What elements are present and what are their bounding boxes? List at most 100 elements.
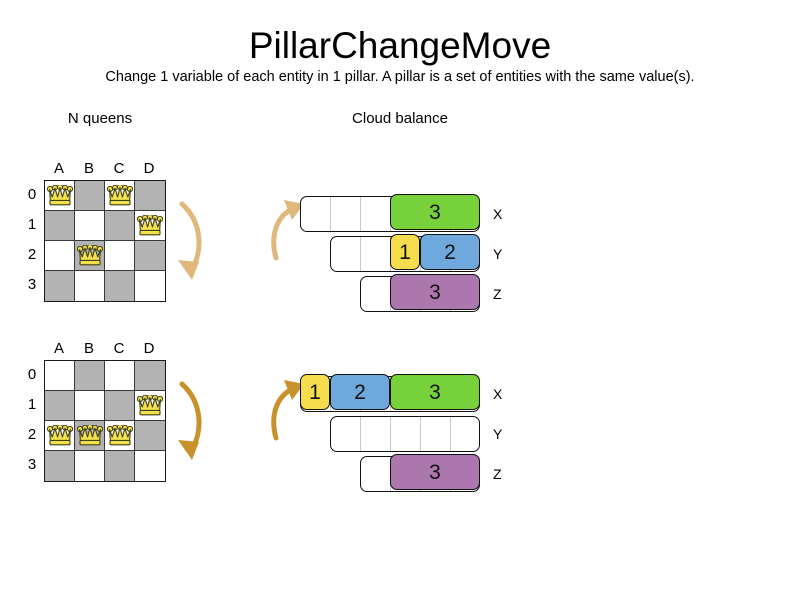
board-cell-A2[interactable] (45, 421, 75, 451)
process-segment-3[interactable]: 3 (390, 454, 480, 491)
board-cell-A3[interactable] (45, 451, 75, 481)
page-subtitle: Change 1 variable of each entity in 1 pi… (105, 69, 695, 85)
row-label-1: 1 (27, 216, 37, 233)
row-label-2: 2 (27, 426, 37, 443)
queen-icon (107, 425, 133, 446)
board-cell-A3[interactable] (45, 271, 75, 301)
board-cells-before (44, 180, 166, 302)
arrow-up-right-icon-cloud-after (271, 380, 304, 441)
board-cell-C0[interactable] (105, 181, 135, 211)
chessboard-before: A B C D 0 1 2 3 (28, 160, 166, 302)
section-heading-cloud: Cloud balance (352, 110, 448, 127)
queen-icon (77, 425, 103, 446)
row-labels-before: 0 1 2 3 (22, 180, 42, 300)
row-label-1: 1 (27, 396, 37, 413)
board-cell-D2[interactable] (135, 241, 165, 271)
row-label-2: 2 (27, 246, 37, 263)
bar-slot (421, 417, 451, 451)
bar-row-y: Y (330, 416, 520, 452)
bar-slot (451, 417, 479, 451)
column-labels-after: A B C D (44, 339, 164, 359)
board-cell-B1[interactable] (75, 211, 105, 241)
board-cell-C1[interactable] (105, 211, 135, 241)
column-label-b: B (83, 340, 94, 357)
arrow-up-right-icon-cloud-before (271, 200, 304, 261)
row-label-3: 3 (27, 456, 37, 473)
page-title: PillarChangeMove (248, 25, 552, 66)
bar-label-x: X (493, 386, 503, 402)
board-cell-D0[interactable] (135, 361, 165, 391)
column-label-d: D (143, 160, 155, 177)
board-cell-C0[interactable] (105, 361, 135, 391)
column-label-c: C (113, 340, 125, 357)
board-cell-D3[interactable] (135, 451, 165, 481)
column-label-a: A (53, 340, 64, 357)
board-cell-B0[interactable] (75, 181, 105, 211)
board-cell-D1[interactable] (135, 211, 165, 241)
bar-label-z: Z (493, 466, 502, 482)
row-label-3: 3 (27, 276, 37, 293)
queen-icon (137, 215, 163, 236)
board-cell-C3[interactable] (105, 451, 135, 481)
column-label-c: C (113, 160, 125, 177)
process-segment-3[interactable]: 3 (390, 374, 480, 411)
process-segment-3[interactable]: 3 (390, 274, 480, 311)
process-segment-2[interactable]: 2 (330, 374, 390, 411)
section-heading-nqueens: N queens (67, 110, 133, 127)
row-label-0: 0 (27, 366, 37, 383)
chessboard-after: A B C D 0 1 2 3 (28, 340, 166, 482)
computer-bar-y[interactable] (330, 416, 480, 452)
board-cells-after (44, 360, 166, 482)
board-cell-C1[interactable] (105, 391, 135, 421)
bar-slot (361, 457, 391, 491)
bar-label-x: X (493, 206, 503, 222)
board-cell-B3[interactable] (75, 271, 105, 301)
bar-slot (361, 237, 391, 271)
board-cell-A0[interactable] (45, 361, 75, 391)
board-cell-B2[interactable] (75, 421, 105, 451)
bar-slot (331, 197, 361, 231)
board-cell-B1[interactable] (75, 391, 105, 421)
bar-slot (391, 417, 421, 451)
board-cell-C2[interactable] (105, 421, 135, 451)
process-segment-2[interactable]: 2 (420, 234, 480, 271)
board-cell-D2[interactable] (135, 421, 165, 451)
queen-icon (47, 425, 73, 446)
column-label-b: B (83, 160, 94, 177)
board-cell-D3[interactable] (135, 271, 165, 301)
board-cell-A1[interactable] (45, 211, 75, 241)
queen-icon (77, 245, 103, 266)
board-cell-C3[interactable] (105, 271, 135, 301)
board-cell-A0[interactable] (45, 181, 75, 211)
queen-icon (47, 185, 73, 206)
bar-label-z: Z (493, 286, 502, 302)
bar-label-y: Y (493, 426, 503, 442)
bar-slot (361, 417, 391, 451)
row-labels-after: 0 1 2 3 (22, 360, 42, 480)
board-cell-B3[interactable] (75, 451, 105, 481)
process-segment-1[interactable]: 1 (300, 374, 330, 411)
arrow-down-icon-nqueens-after (178, 381, 202, 460)
column-label-a: A (53, 160, 64, 177)
row-label-0: 0 (27, 186, 37, 203)
queen-icon (137, 395, 163, 416)
board-cell-B2[interactable] (75, 241, 105, 271)
bar-label-y: Y (493, 246, 503, 262)
process-segment-1[interactable]: 1 (390, 234, 420, 271)
board-cell-D0[interactable] (135, 181, 165, 211)
board-cell-B0[interactable] (75, 361, 105, 391)
bar-slot (301, 197, 331, 231)
column-label-d: D (143, 340, 155, 357)
queen-icon (107, 185, 133, 206)
board-cell-D1[interactable] (135, 391, 165, 421)
board-cell-C2[interactable] (105, 241, 135, 271)
bar-slot (331, 417, 361, 451)
process-segment-3[interactable]: 3 (390, 194, 480, 231)
board-cell-A1[interactable] (45, 391, 75, 421)
board-cell-A2[interactable] (45, 241, 75, 271)
